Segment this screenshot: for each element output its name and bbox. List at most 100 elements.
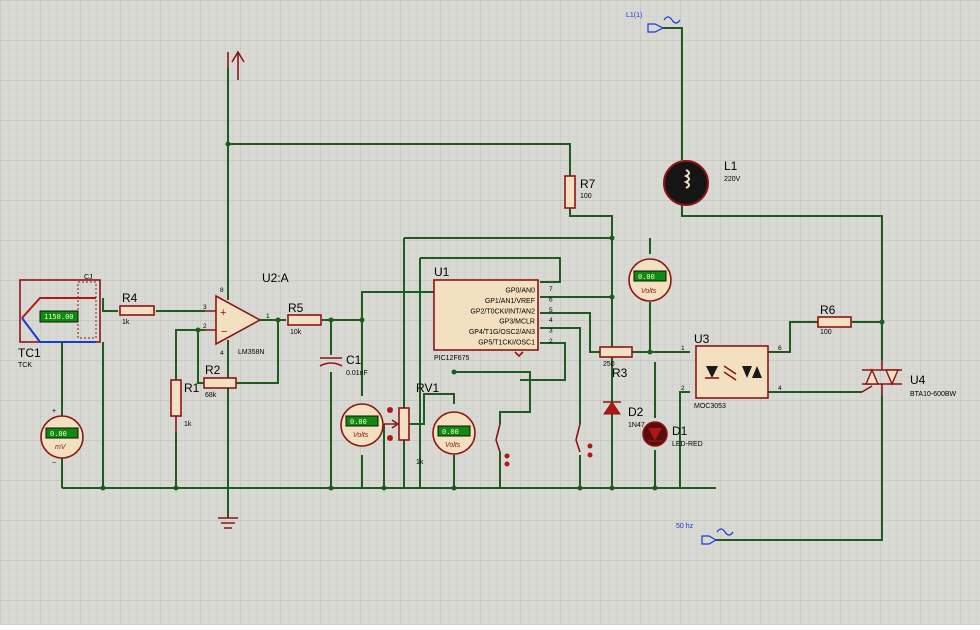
u4-ref: U4 [910, 373, 926, 387]
wires [61, 27, 883, 541]
u3-type: MOC3053 [694, 403, 726, 410]
voltmeter-2-display: 0.00 [442, 428, 459, 436]
ac-line-label: L1(1) [626, 12, 642, 19]
thermocouple-tc1[interactable]: 1150.00 CJ TC1 TCK [18, 274, 101, 369]
ground-symbol[interactable] [218, 517, 238, 529]
r4-ref: R4 [122, 291, 138, 305]
u1-pin-name: GP5/T1CKI/OSC1 [478, 340, 535, 347]
d1-ref: D1 [672, 424, 688, 438]
svg-text:−: − [221, 326, 227, 338]
push-button-2[interactable] [575, 423, 593, 458]
tc1-cj-label: CJ [84, 274, 93, 281]
capacitor-c1[interactable]: C1 0.01nF [319, 353, 368, 377]
millivolt-meter[interactable]: 0.00 mV + − [40, 342, 84, 467]
l1-value: 220V [724, 176, 741, 183]
svg-text:+: + [220, 307, 226, 319]
r2-value: 68k [205, 392, 217, 399]
led-d1[interactable]: D1 LED-RED [642, 421, 703, 448]
u3-pin2: 2 [681, 385, 685, 392]
u3-pin1: 1 [681, 345, 685, 352]
u2-pin8: 8 [220, 287, 224, 294]
u1-pin-number: 6 [549, 296, 553, 303]
ac-line-terminal[interactable]: L1(1) [626, 12, 681, 33]
voltmeter-3[interactable]: 0.00 Volts [628, 258, 672, 302]
mv-meter-display: 0.00 [50, 430, 67, 438]
c1-ref: C1 [346, 353, 362, 367]
resistor-r2[interactable]: R2 68k [203, 363, 237, 399]
voltmeter-1[interactable]: 0.00 Volts [340, 403, 384, 447]
voltmeter-1-display: 0.00 [350, 418, 367, 426]
resistor-r1[interactable]: R1 1k [170, 379, 200, 432]
ac-neutral-terminal[interactable]: 50 hz [676, 523, 734, 545]
lamp-l1[interactable]: L1 220V [663, 159, 741, 206]
opamp-u2[interactable]: + − U2:A LM358N 3 2 1 8 4 [203, 271, 289, 357]
u3-pin4: 4 [778, 385, 782, 392]
r1-ref: R1 [184, 381, 200, 395]
u2-pin4: 4 [220, 350, 224, 357]
u1-pin-number: 3 [549, 328, 553, 335]
u2-type: LM358N [238, 349, 264, 356]
u1-ref: U1 [434, 265, 450, 279]
resistor-r5[interactable]: R5 10k [287, 301, 322, 336]
u1-pin-name: GP4/T1G/OSC2/AN3 [469, 329, 535, 336]
svg-text:−: − [52, 460, 56, 467]
r1-value: 1k [184, 421, 192, 428]
u2-pin3: 3 [203, 304, 207, 311]
potentiometer-rv1[interactable]: RV1 1k [384, 381, 439, 466]
u3-ref: U3 [694, 332, 710, 346]
r6-ref: R6 [820, 303, 836, 317]
vcc-terminal[interactable] [227, 50, 245, 80]
u1-pin-name: GP2/T0CKI/INT/AN2 [470, 308, 535, 315]
r7-value: 100 [580, 193, 592, 200]
u2-pin2: 2 [203, 323, 207, 330]
optocoupler-u3[interactable]: U3 MOC3053 1 2 6 4 [681, 332, 782, 410]
u4-type: BTA10-600BW [910, 391, 957, 398]
tc1-display: 1150.00 [44, 313, 74, 321]
voltmeter-1-unit: Volts [353, 432, 369, 439]
u1-pin-number: 2 [549, 338, 553, 345]
tc1-ref: TC1 [18, 346, 41, 360]
d2-ref: D2 [628, 405, 644, 419]
d1-type: LED-RED [672, 441, 703, 448]
u1-pin-name: GP0/AN0 [505, 288, 535, 295]
r3-ref: R3 [612, 366, 628, 380]
triac-u4[interactable]: U4 BTA10-600BW [861, 360, 957, 398]
voltmeter-3-unit: Volts [641, 288, 657, 295]
r4-value: 1k [122, 319, 130, 326]
u2-pin1: 1 [266, 313, 270, 320]
u1-pin-name: GP1/AN1/VREF [485, 298, 535, 305]
mv-meter-unit: mV [55, 444, 67, 451]
u1-pin-number: 5 [549, 307, 553, 314]
c1-value: 0.01nF [346, 370, 368, 377]
u1-pin-number: 4 [549, 317, 553, 324]
l1-ref: L1 [724, 159, 738, 173]
resistor-r7[interactable]: R7 100 [564, 175, 596, 209]
voltmeter-2[interactable]: 0.00 Volts [432, 411, 476, 455]
tc1-type: TCK [18, 362, 32, 369]
r2-ref: R2 [205, 363, 221, 377]
u2-ref: U2:A [262, 271, 289, 285]
resistor-r6[interactable]: R6 100 [817, 303, 852, 336]
zener-diode-d2[interactable]: D2 1N47 [603, 401, 645, 429]
u3-pin6: 6 [778, 345, 782, 352]
u1-type: PIC12F675 [434, 355, 470, 362]
r7-ref: R7 [580, 177, 596, 191]
u1-pin-name: GP3/MCLR [499, 319, 535, 326]
svg-text:+: + [52, 408, 56, 415]
rv1-ref: RV1 [416, 381, 439, 395]
u1-pin-number: 7 [549, 286, 553, 293]
r5-ref: R5 [288, 301, 304, 315]
resistor-r4[interactable]: R4 1k [119, 291, 155, 326]
resistor-r3[interactable]: 250 R3 [599, 346, 633, 380]
r6-value: 100 [820, 329, 832, 336]
push-button-1[interactable] [495, 423, 510, 488]
junctions [100, 141, 885, 491]
d2-type: 1N47 [628, 422, 645, 429]
rv1-value: 1k [416, 459, 424, 466]
voltmeter-3-display: 0.00 [638, 273, 655, 281]
voltmeter-2-unit: Volts [445, 442, 461, 449]
